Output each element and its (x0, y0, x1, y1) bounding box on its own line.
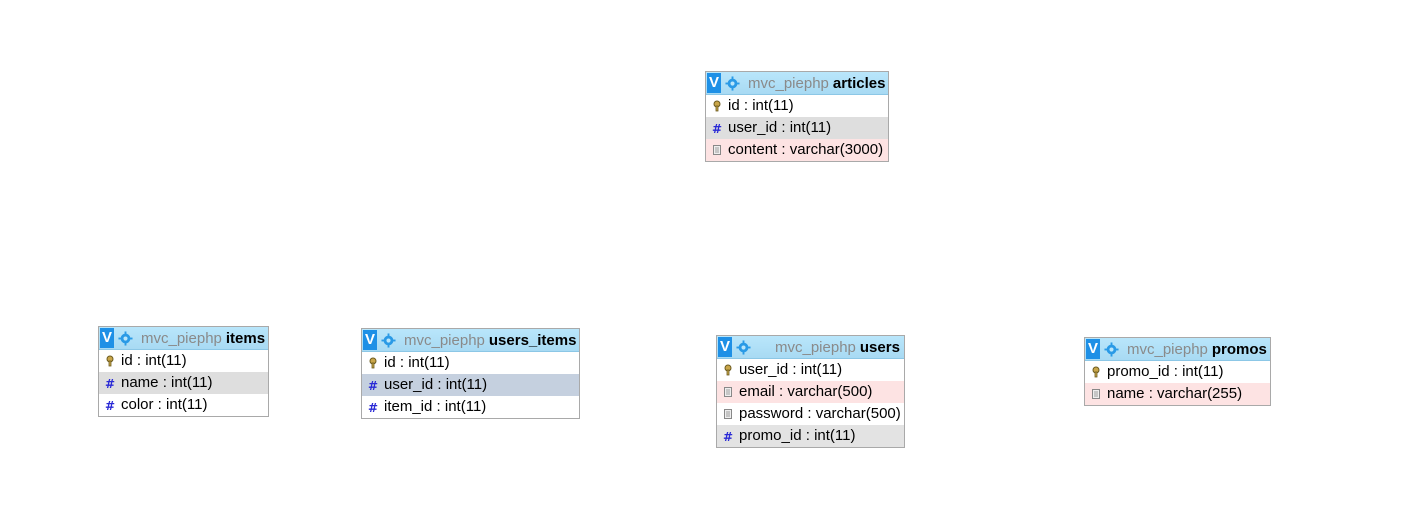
column-type: int(11) (800, 361, 843, 378)
gear-icon[interactable] (118, 331, 133, 346)
column-type: int(11) (145, 352, 187, 369)
column-row[interactable]: name : varchar(255) (1085, 383, 1270, 405)
table-header[interactable]: V mvc_piephp promos (1085, 338, 1270, 361)
column-row[interactable]: promo_id : int(11) (1085, 361, 1270, 383)
column-type: int(11) (408, 354, 450, 371)
table-header[interactable]: V mvc_piephp items (99, 327, 269, 350)
table-users[interactable]: V mvc_piephp users user_id : int(11) ema… (716, 335, 905, 448)
column-row[interactable]: id : int(11) (706, 95, 889, 117)
column-type: varchar(500) (815, 405, 901, 422)
text-column-icon (723, 386, 733, 398)
column-row[interactable]: id : int(11) (362, 352, 580, 374)
column-type: int(11) (814, 427, 856, 444)
numeric-column-icon (105, 377, 115, 389)
database-name: mvc_piephp (748, 74, 829, 92)
column-type: int(11) (445, 376, 488, 393)
column-name: id (121, 352, 133, 369)
numeric-column-icon (105, 399, 115, 411)
primary-key-icon (723, 364, 733, 376)
column-name: item_id (384, 398, 433, 415)
text-column-icon (723, 408, 733, 420)
column-name: promo_id (1107, 363, 1170, 380)
toggle-visibility-button[interactable]: V (718, 337, 732, 357)
toggle-visibility-button[interactable]: V (707, 73, 721, 93)
table-header[interactable]: V mvc_piephp users (717, 336, 904, 359)
primary-key-icon (105, 355, 115, 367)
column-row[interactable]: password : varchar(500) (717, 403, 904, 425)
column-name: email (739, 383, 775, 400)
column-name: user_id (739, 361, 789, 378)
table-name: users (859, 338, 900, 356)
column-row[interactable]: content : varchar(3000) (706, 139, 889, 161)
column-row[interactable]: user_id : int(11) (362, 374, 580, 396)
table-header[interactable]: V mvc_piephp articles (706, 72, 889, 95)
table-items[interactable]: V mvc_piephp items id : int(11) name : i… (98, 326, 270, 417)
column-row[interactable]: user_id : int(11) (706, 117, 889, 139)
column-name: promo_id (739, 427, 802, 444)
table-header[interactable]: V mvc_piephp users_items (362, 329, 580, 352)
column-type: int(11) (1182, 363, 1224, 380)
numeric-column-icon (368, 379, 378, 391)
column-name: color (121, 396, 154, 413)
column-row[interactable]: user_id : int(11) (717, 359, 904, 381)
table-users-items[interactable]: V mvc_piephp users_items id : int(11) us… (361, 328, 581, 419)
numeric-column-icon (368, 401, 378, 413)
primary-key-icon (1091, 366, 1101, 378)
toggle-visibility-button[interactable]: V (100, 328, 114, 348)
column-type: int(11) (789, 119, 832, 136)
column-name: password (739, 405, 804, 422)
column-type: varchar(500) (787, 383, 873, 400)
table-articles[interactable]: V mvc_piephp articles id : int(11) user_… (705, 71, 890, 162)
gear-icon[interactable] (1104, 342, 1119, 357)
primary-key-icon (712, 100, 722, 112)
database-name: mvc_piephp (141, 329, 222, 347)
column-type: int(11) (166, 396, 208, 413)
toggle-visibility-button[interactable]: V (1086, 339, 1100, 359)
table-promos[interactable]: V mvc_piephp promos promo_id : int(11) n… (1084, 337, 1271, 406)
column-type: varchar(3000) (789, 141, 884, 158)
text-column-icon (1091, 388, 1101, 400)
column-name: user_id (384, 376, 434, 393)
database-name: mvc_piephp (1127, 340, 1208, 358)
column-row[interactable]: id : int(11) (99, 350, 269, 372)
table-name: promos (1211, 340, 1267, 358)
column-name: id (728, 97, 740, 114)
text-column-icon (712, 144, 722, 156)
table-name: articles (832, 74, 886, 92)
column-name: user_id (728, 119, 778, 136)
gear-icon[interactable] (381, 333, 396, 348)
database-name: mvc_piephp (775, 338, 856, 356)
table-name: users_items (488, 331, 577, 349)
column-type: varchar(255) (1157, 385, 1243, 402)
column-row[interactable]: promo_id : int(11) (717, 425, 904, 447)
database-name: mvc_piephp (404, 331, 485, 349)
toggle-visibility-button[interactable]: V (363, 330, 377, 350)
numeric-column-icon (723, 430, 733, 442)
column-name: content (728, 141, 778, 158)
column-type: int(11) (171, 374, 213, 391)
primary-key-icon (368, 357, 378, 369)
column-name: id (384, 354, 396, 371)
column-row[interactable]: item_id : int(11) (362, 396, 580, 418)
column-type: int(11) (752, 97, 794, 114)
column-row[interactable]: email : varchar(500) (717, 381, 904, 403)
numeric-column-icon (712, 122, 722, 134)
column-type: int(11) (444, 398, 487, 415)
gear-icon[interactable] (725, 76, 740, 91)
column-row[interactable]: color : int(11) (99, 394, 269, 416)
column-name: name (1107, 385, 1145, 402)
table-name: items (225, 329, 266, 347)
column-name: name (121, 374, 159, 391)
column-row[interactable]: name : int(11) (99, 372, 269, 394)
gear-icon[interactable] (736, 340, 751, 355)
